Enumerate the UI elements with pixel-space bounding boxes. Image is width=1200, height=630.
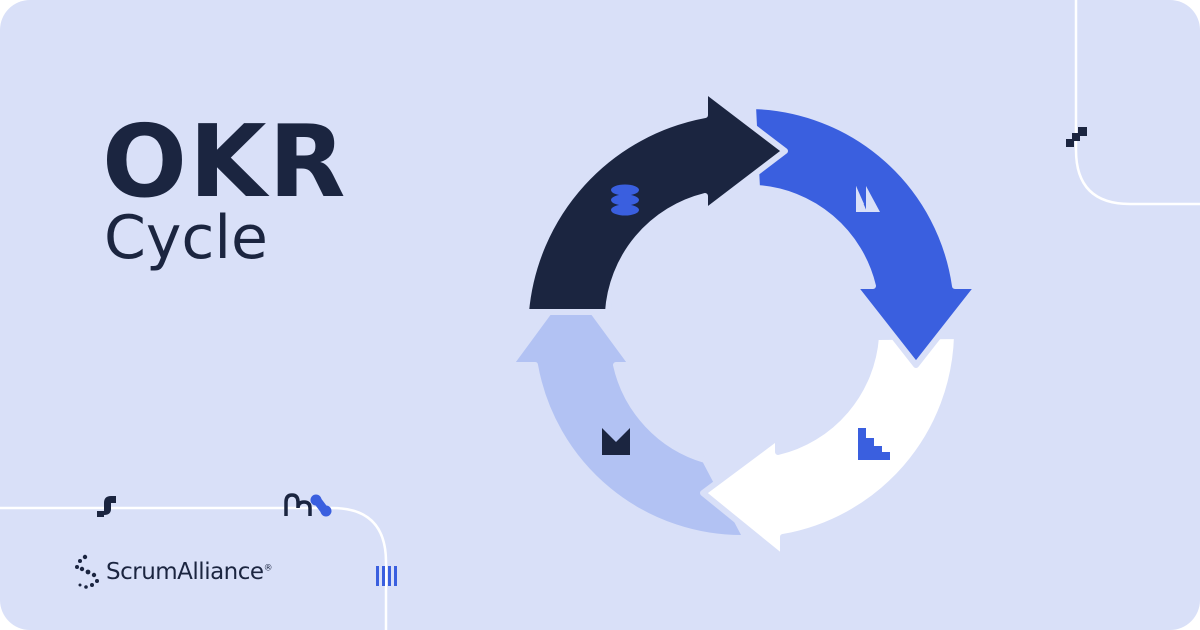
title-cycle: Cycle	[104, 203, 268, 273]
cycle-segment-top-left	[523, 87, 788, 315]
cycle-segment-left	[507, 279, 749, 542]
corner-line-top-right	[1074, 0, 1200, 206]
title-okr: OKR	[102, 103, 348, 220]
logo-wordmark: ScrumAlliance®	[106, 559, 273, 585]
stacked-discs-icon	[611, 184, 639, 216]
s-curve-icon	[98, 496, 116, 515]
scrum-alliance-mark-icon	[75, 554, 99, 589]
page-title: OKR Cycle	[102, 103, 348, 273]
stairs-step-icon	[858, 428, 890, 460]
logo-registered-mark: ®	[263, 563, 273, 574]
vertical-bars-icon	[376, 566, 397, 586]
blue-link-icon	[310, 494, 332, 517]
corner-line-bottom-left	[0, 506, 388, 630]
cycle-segment-bottom	[700, 333, 960, 561]
scrum-alliance-logo: ScrumAlliance®	[72, 552, 273, 592]
stair-squiggle-icon	[1066, 127, 1087, 147]
logo-text: ScrumAlliance	[106, 559, 264, 585]
notched-block-icon	[602, 428, 630, 455]
split-peaks-icon	[856, 186, 880, 212]
cycle-segment-right	[750, 103, 981, 368]
m-wave-icon	[284, 493, 312, 516]
